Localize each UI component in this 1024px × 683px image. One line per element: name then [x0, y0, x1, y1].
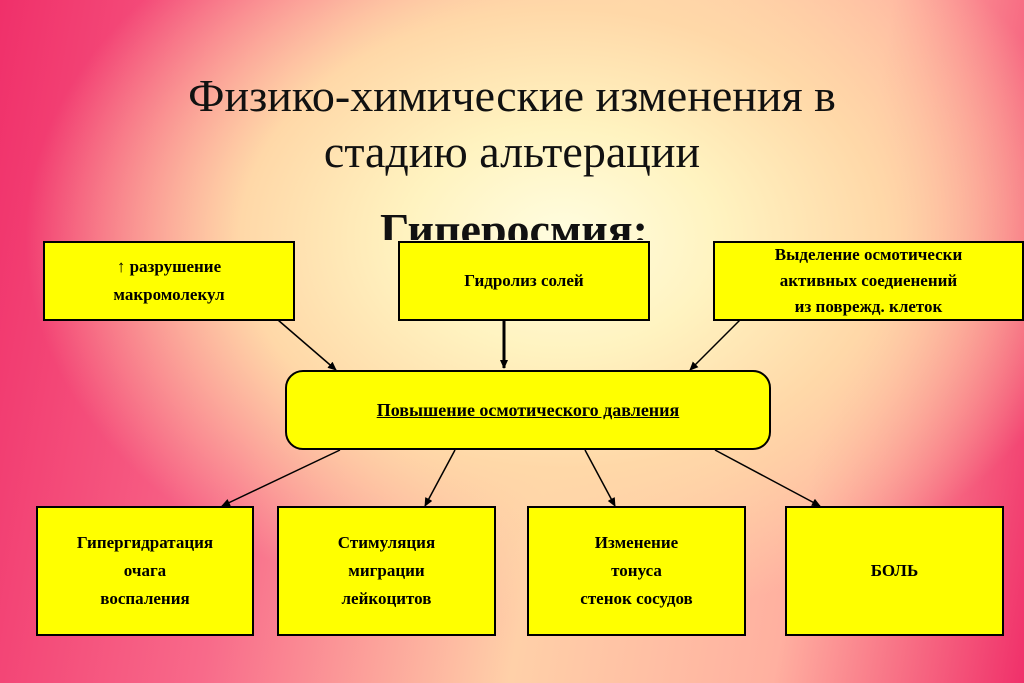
box-osmotic-pressure-increase: Повышение осмотического давления: [285, 370, 771, 450]
box-leukocyte-line1: Стимуляция: [337, 533, 436, 552]
box-macromolecule-line1: ↑ разрушение: [116, 257, 222, 276]
slide-title: Физико-химические изменения в стадию аль…: [0, 68, 1024, 180]
box-osmotic-line1: Выделение осмотически: [774, 245, 963, 264]
box-leukocyte-line2: миграции: [348, 561, 425, 580]
box-vessel-tone: Изменение тонуса стенок сосудов: [527, 506, 746, 636]
box-leukocyte-line3: лейкоцитов: [341, 589, 432, 608]
box-vessel-tone-line3: стенок сосудов: [580, 589, 693, 608]
box-macromolecule-destruction: ↑ разрушение макромолекул: [43, 241, 295, 321]
box-salt-hydrolysis-label: Гидролиз солей: [464, 271, 584, 290]
arrow-top-left: [277, 319, 337, 371]
box-hyperhydration-line2: очага: [123, 561, 167, 580]
slide-subtitle: Гиперосмия:: [380, 204, 648, 240]
box-vessel-tone-line2: тонуса: [611, 561, 662, 580]
arrow-top-right: [689, 319, 741, 371]
box-salt-hydrolysis: Гидролиз солей: [398, 241, 650, 321]
arrow-bottom-4: [714, 449, 821, 507]
box-hyperhydration: Гипергидратация очага воспаления: [36, 506, 254, 636]
box-osmotic-compounds: Выделение осмотически активных соедиенен…: [713, 241, 1024, 321]
arrow-bottom-3: [584, 449, 616, 507]
slide-title-line2: стадию альтерации: [323, 126, 701, 177]
box-pain-label: БОЛЬ: [870, 561, 919, 580]
center-box-label: Повышение осмотического давления: [376, 400, 680, 420]
box-leukocyte-migration: Стимуляция миграции лейкоцитов: [277, 506, 496, 636]
arrow-bottom-1: [221, 449, 341, 507]
arrow-bottom-2: [424, 449, 456, 507]
box-pain: БОЛЬ: [785, 506, 1004, 636]
slide-title-line1: Физико-химические изменения в: [188, 70, 836, 121]
box-osmotic-line2: активных соедиенений: [779, 271, 958, 290]
box-osmotic-line3: из поврежд. клеток: [794, 297, 943, 316]
box-hyperhydration-line3: воспаления: [100, 589, 190, 608]
box-hyperhydration-line1: Гипергидратация: [76, 533, 214, 552]
box-vessel-tone-line1: Изменение: [594, 533, 679, 552]
box-macromolecule-line2: макромолекул: [113, 285, 225, 304]
